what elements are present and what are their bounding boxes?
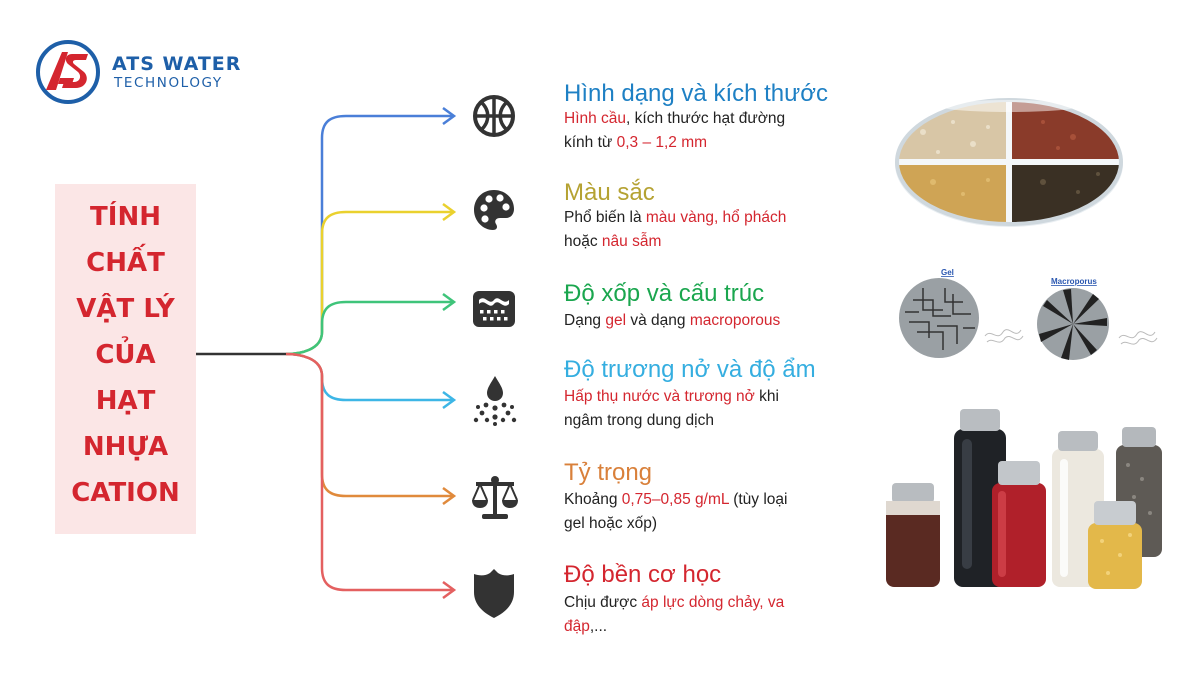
desc-text: (tùy loại [728,491,788,508]
connector-density [285,352,452,498]
connector-color [285,210,452,356]
property-desc-density: Khoảng 0,75–0,85 g/mL (tùy loại gel hoặc … [564,488,788,536]
macroporous-structure-label: Macroporus [1051,277,1097,286]
title-line: TÍNH [90,202,161,232]
arrowhead-shape [442,106,457,126]
highlight-text: macroporous [689,312,781,329]
highlight-text: Hình cầu [564,110,627,127]
water-drop-spray-icon [473,376,517,426]
property-title-color: Màu sắc [564,179,655,206]
desc-text: kính từ [564,134,617,151]
desc-text: Dạng [564,312,606,329]
shield-icon [474,569,514,618]
desc-text: Chịu được [564,594,642,611]
desc-line: Khoảng 0,75–0,85 g/mL (tùy loại [564,488,788,512]
balance-scale-icon [472,476,518,519]
title-line: CHẤT [86,248,165,278]
title-line: NHỰA [82,432,169,462]
title-line: VẬT LÝ [76,294,175,324]
highlight-text: nâu sẫm [601,233,662,250]
connector-shape [285,114,452,356]
property-title-density: Tỷ trọng [564,459,653,486]
desc-text: hoặc [564,233,602,250]
highlight-text: Hấp thụ nước và trương nở [564,388,755,405]
property-desc-swelling: Hấp thụ nước và trương nở khi ngâm trong … [564,385,779,433]
highlight-text: 0,3 – 1,2 mm [616,134,708,151]
arrowhead-swelling [442,390,457,410]
gel-structure-label: Gel [941,268,954,277]
desc-text: Khoảng [564,491,622,508]
desc-line: Chịu được áp lực dòng chảy, va [564,591,784,615]
resin-bottles-photo [886,409,1162,589]
property-desc-porosity: Dạng gel và dạng macroporous [564,309,780,333]
arrowhead-color [442,202,457,222]
desc-line: kính từ 0,3 – 1,2 mm [564,131,785,155]
desc-text: ngâm trong dung dịch [564,412,714,429]
desc-text: , kích thước hạt đường [626,110,786,127]
logo-text-line2: TECHNOLOGY [114,75,223,91]
highlight-text: gel [605,312,627,329]
desc-text: Phổ biến là [564,209,646,226]
ats-logo-mark-icon [36,40,100,104]
desc-line: đập,... [564,615,784,639]
property-title-shape: Hình dạng và kích thước [564,80,828,107]
connector-porosity [285,300,452,356]
connector-durability [285,352,452,592]
desc-line: ngâm trong dung dịch [564,409,779,433]
resin-structure-diagram: Gel Macroporus [899,268,1158,360]
desc-line: Dạng gel và dạng macroporous [564,309,780,333]
highlight-text: áp lực dòng chảy, va [641,594,785,611]
desc-line: gel hoặc xốp) [564,512,788,536]
property-title-swelling: Độ trương nở và độ ẩm [564,356,816,383]
desc-line: Hấp thụ nước và trương nở khi [564,385,779,409]
desc-text: ,... [589,618,608,635]
palette-icon [474,190,514,230]
sponge-icon [473,291,515,327]
title-line: CATION [71,478,180,508]
connector-swelling [285,352,452,402]
highlight-text: đập [564,618,590,635]
highlight-text: 0,75–0,85 g/mL [621,491,729,508]
company-logo: ATS WATER TECHNOLOGY [34,38,274,108]
resin-dish-photo [895,98,1123,227]
title-line: HẠT [95,386,156,416]
basketball-icon [473,95,515,137]
title-line: CỦA [95,340,156,370]
arrowhead-durability [442,580,457,600]
main-title-box: TÍNH CHẤT VẬT LÝ CỦA HẠT NHỰA CATION [55,184,196,534]
desc-text: khi [754,388,779,405]
desc-line: Phổ biến là màu vàng, hổ phách [564,206,786,230]
property-title-durability: Độ bền cơ học [564,561,722,588]
desc-line: Hình cầu, kích thước hạt đường [564,107,785,131]
desc-text: và dạng [626,312,690,329]
highlight-text: màu vàng, hổ phách [645,209,787,226]
property-title-porosity: Độ xốp và cấu trúc [564,280,765,307]
arrowhead-density [442,486,457,506]
desc-text: gel hoặc xốp) [564,515,658,532]
logo-text-line1: ATS WATER [112,53,242,75]
arrowhead-porosity [442,292,457,312]
desc-line: hoặc nâu sẫm [564,230,786,254]
